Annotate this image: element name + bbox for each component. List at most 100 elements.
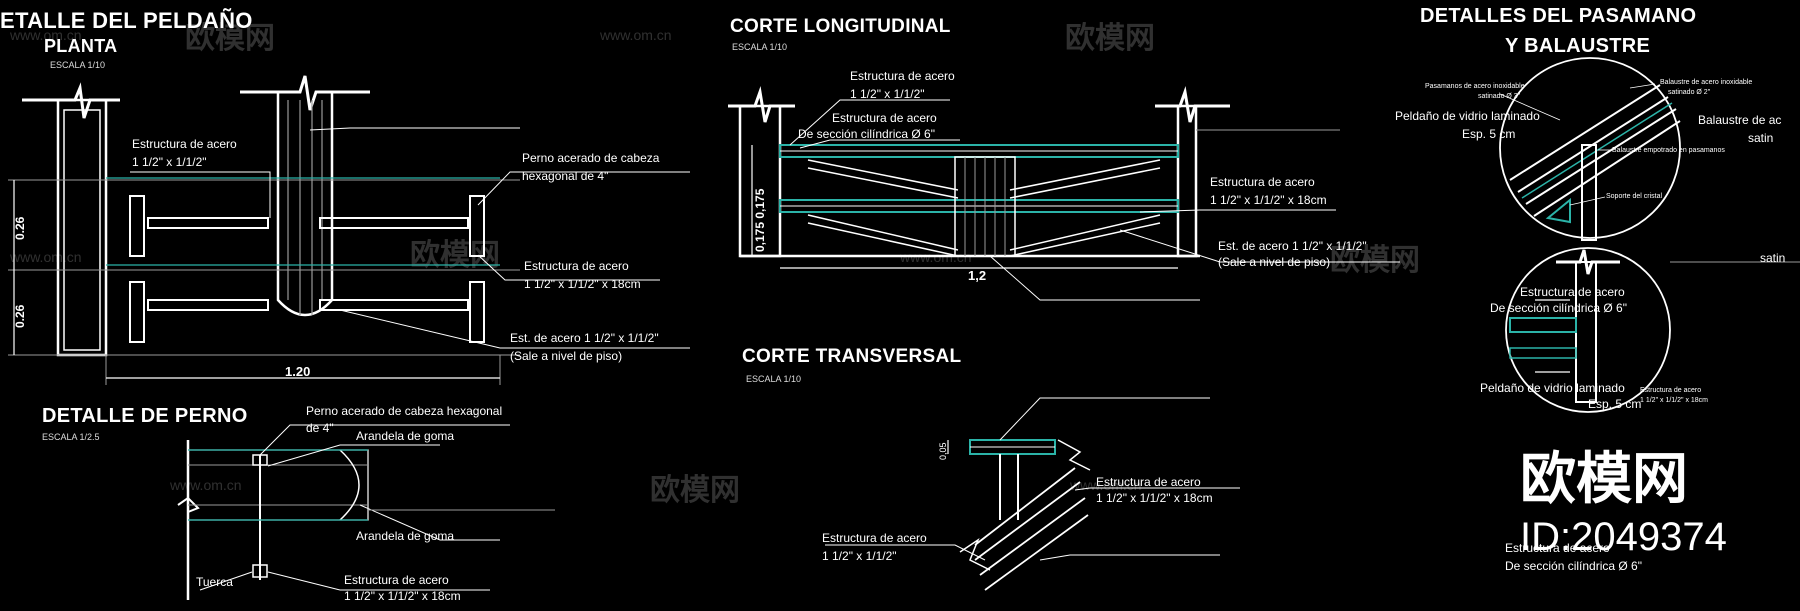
dim-h: 1,2 xyxy=(968,268,986,283)
detalle-peldano: ETALLE DEL PELDAÑO PLANTA ESCALA 1/10 xyxy=(0,8,690,385)
label-est-dim: 1 1/2" x 1/1/2" x 18cm xyxy=(344,589,461,603)
support xyxy=(999,454,1019,520)
leader xyxy=(799,139,960,149)
scale-peldano: ESCALA 1/10 xyxy=(50,60,105,70)
label-perno: Perno acerado de cabeza xyxy=(522,151,660,165)
logo-watermark: 欧模网 ID:2049374 xyxy=(1520,447,1727,559)
leader xyxy=(267,444,440,467)
title-corte-long: CORTE LONGITUDINAL xyxy=(730,16,951,37)
glass-step xyxy=(1509,317,1577,333)
label-perno-dim: de 4" xyxy=(306,421,334,435)
label-small-dim: 1 1/2" x 1/1/2" x 18cm xyxy=(1640,397,1708,404)
label-perno-dim: hexagonal de 4" xyxy=(522,169,608,183)
leader xyxy=(359,504,500,541)
scale-trans: ESCALA 1/10 xyxy=(746,374,801,384)
dim-005: 0,05 xyxy=(938,442,948,460)
detail-circle-bottom xyxy=(1505,247,1671,413)
brace xyxy=(807,214,1161,257)
leader xyxy=(130,171,271,218)
plate xyxy=(129,195,145,257)
brace xyxy=(974,467,1089,591)
scale-perno: ESCALA 1/2.5 xyxy=(42,432,100,442)
label-perno: Perno acerado de cabeza hexagonal xyxy=(306,404,502,418)
label-est-a: Estructura de acero xyxy=(1096,475,1201,489)
leader xyxy=(267,571,490,591)
support-lines xyxy=(1535,299,1570,373)
center-cylinder xyxy=(276,92,334,317)
label-balaustre-big-2: satin xyxy=(1748,131,1773,145)
watermark-url: www.om.cn xyxy=(1069,477,1142,493)
rod xyxy=(319,299,469,311)
title-peldano: ETALLE DEL PELDAÑO xyxy=(0,8,253,33)
label-tuerca: Tuerca xyxy=(196,575,233,589)
label-est-c: Estructura de acero xyxy=(1210,175,1315,189)
label-bottom-sec: De sección cilíndrica Ø 6" xyxy=(1505,559,1642,573)
label-arandela: Arandela de goma xyxy=(356,429,454,443)
title-balaustre: Y BALAUSTRE xyxy=(1505,35,1650,57)
label-estructura-sec: De sección cilíndrica Ø 6" xyxy=(1490,301,1627,315)
break-mark xyxy=(1057,439,1091,471)
watermark-brand: 欧模网 xyxy=(185,22,275,55)
washer-curve xyxy=(339,449,360,521)
label-estructura: Estructura de acero xyxy=(1520,285,1625,299)
leader xyxy=(1039,554,1220,561)
label-est-b-dim: 1 1/2" x 1/1/2" xyxy=(822,549,897,563)
label-arandela-2: Arandela de goma xyxy=(356,529,454,543)
label-balaustre-big: Balaustre de ac xyxy=(1698,113,1781,127)
label-pasamano: Pasamanos de acero inoxidable xyxy=(1425,83,1525,90)
label-estructura: Estructura de acero xyxy=(132,137,237,151)
label-est-note: (Sale a nivel de piso) xyxy=(510,349,622,363)
dim-v: 0,175 0,175 xyxy=(753,188,767,252)
label-est-d: Est. de acero 1 1/2" x 1/1/2" xyxy=(1218,239,1367,253)
leader xyxy=(477,254,660,281)
glass-support xyxy=(1545,197,1571,224)
detalles-pasamano: DETALLES DEL PASAMANO Y BALAUSTRE Pasama… xyxy=(1395,5,1800,573)
title-perno: DETALLE DE PERNO xyxy=(42,405,248,427)
plate xyxy=(129,281,145,343)
watermark-url: www.om.cn xyxy=(9,249,82,265)
leader xyxy=(309,127,520,131)
left-post xyxy=(56,98,108,357)
label-est-a-dim: 1 1/2" x 1/1/2" x 18cm xyxy=(1096,491,1213,505)
label-est-b: Estructura de acero xyxy=(822,531,927,545)
scale-long: ESCALA 1/10 xyxy=(732,42,787,52)
leader xyxy=(1629,83,1656,89)
leader xyxy=(1499,93,1561,121)
label-est-d-note: (Sale a nivel de piso) xyxy=(1218,255,1330,269)
label-balaustre-dim: satinado Ø 2" xyxy=(1668,89,1711,96)
break-mark xyxy=(177,496,200,513)
logo-id: ID:2049374 xyxy=(1520,515,1727,559)
title-corte-trans: CORTE TRANSVERSAL xyxy=(742,346,961,367)
rod xyxy=(147,299,269,311)
right-post xyxy=(1176,104,1198,258)
leader xyxy=(989,255,1200,301)
rod xyxy=(319,217,469,229)
rod xyxy=(147,217,269,229)
label-est-c-dim: 1 1/2" x 1/1/2" x 18cm xyxy=(1210,193,1327,207)
leader xyxy=(999,397,1210,441)
label-peldano: Peldaño de vidrio laminado xyxy=(1395,109,1540,123)
leader xyxy=(199,571,253,591)
leader xyxy=(477,171,690,206)
left-post-inner xyxy=(63,109,101,351)
watermark-brand: 欧模网 xyxy=(1330,244,1420,277)
watermark-url: www.om.cn xyxy=(9,27,82,43)
label-small: Estructura de acero xyxy=(1640,387,1701,394)
leader xyxy=(1569,196,1606,206)
detalle-perno: DETALLE DE PERNO ESCALA 1/2.5 Perno acer… xyxy=(42,404,555,603)
baluster xyxy=(1581,144,1597,241)
leader xyxy=(1119,229,1400,263)
dim-026-top: 0.26 xyxy=(13,216,27,240)
dim-026-bot: 0.26 xyxy=(13,304,27,328)
leader xyxy=(1139,209,1336,213)
leader xyxy=(339,309,690,349)
leader xyxy=(1074,487,1240,491)
cylinder-hatch xyxy=(287,100,323,315)
label-soporte: Soporte del cristal xyxy=(1606,193,1662,200)
plate xyxy=(469,281,485,343)
label-peldano-b: Peldaño de vidrio laminado xyxy=(1480,381,1625,395)
label-estructura-2: Estructura de acero xyxy=(524,259,629,273)
nut xyxy=(252,564,268,578)
break-mark xyxy=(959,538,991,571)
